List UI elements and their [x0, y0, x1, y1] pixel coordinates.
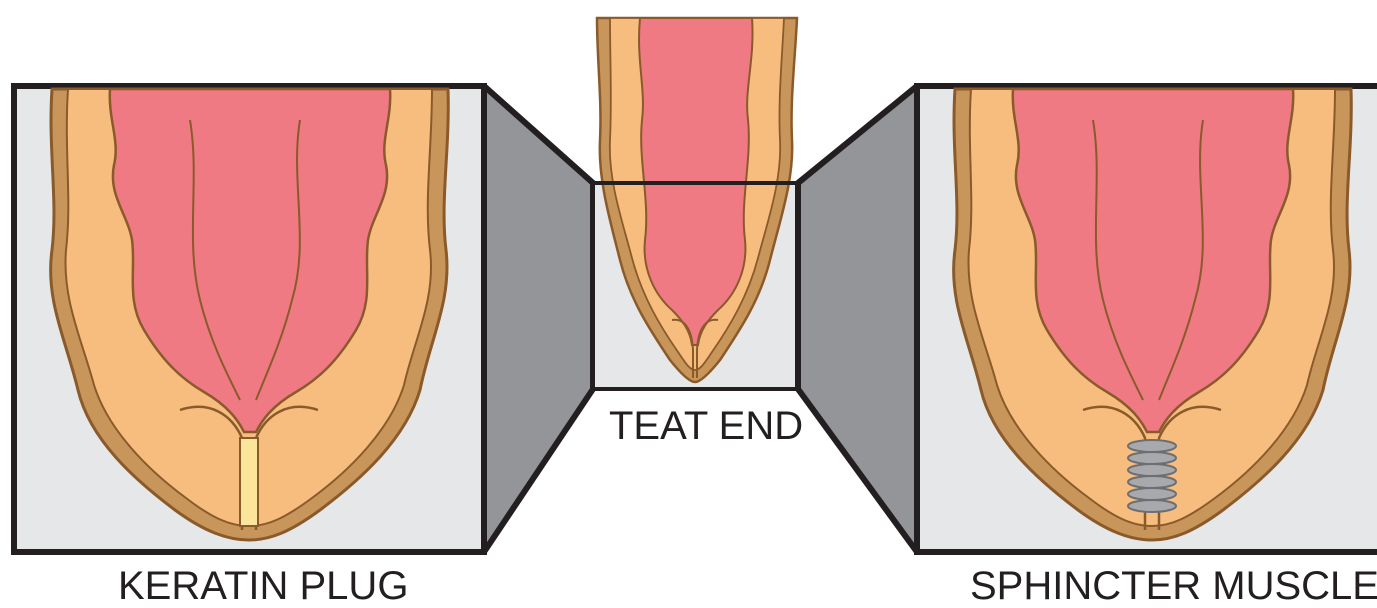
right-connector — [798, 86, 917, 552]
keratin-plug — [240, 438, 258, 526]
keratin-plug-label: KERATIN PLUG — [118, 566, 408, 606]
sphincter-muscle-label: SPHINCTER MUSCLE — [970, 566, 1377, 606]
left-connector — [484, 86, 593, 552]
left-panel — [14, 86, 484, 552]
right-panel — [917, 86, 1377, 552]
center-teat — [593, 18, 798, 389]
teat-end-label: TEAT END — [609, 406, 803, 446]
